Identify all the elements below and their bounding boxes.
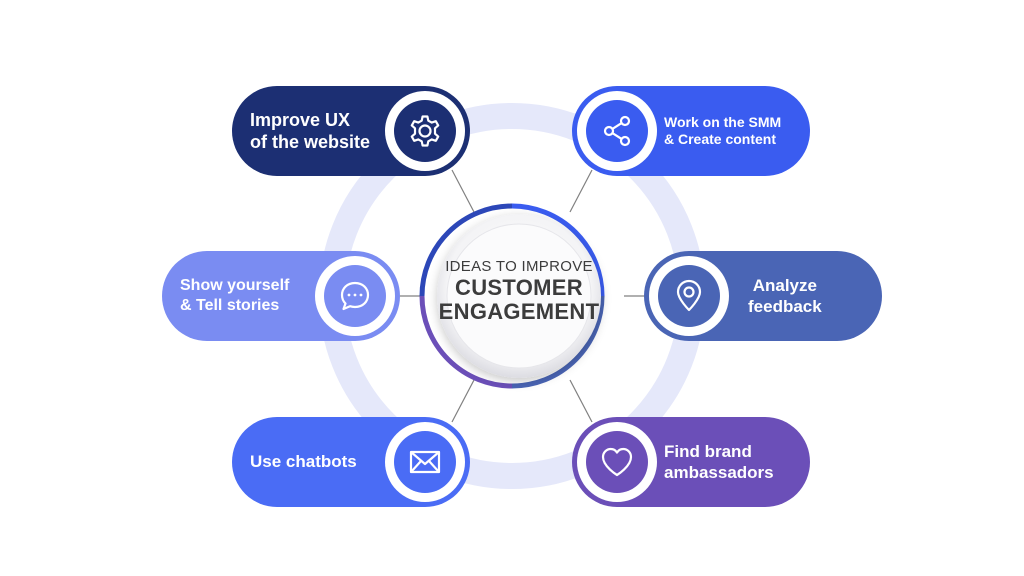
pill-analyze-feedback: Analyze feedback: [644, 251, 882, 341]
pill-label: Show yourself & Tell stories: [180, 277, 290, 314]
connector-line: [451, 379, 475, 423]
connector-line: [451, 169, 475, 213]
inner-arc-bottom-left: [419, 295, 513, 389]
icon-ring: [315, 256, 395, 336]
pill-label: Analyze feedback: [748, 275, 822, 316]
heart-icon: [586, 431, 648, 493]
icon-ring: [649, 256, 729, 336]
inner-arc-top: [419, 203, 513, 297]
center-disc-inner: [446, 223, 592, 369]
connector-line: [569, 379, 593, 423]
pill-use-chatbots: Use chatbots: [232, 417, 470, 507]
pill-label: Improve UX of the website: [250, 109, 371, 153]
envelope-icon: [394, 431, 456, 493]
location-pin-icon: [658, 265, 720, 327]
gear-icon: [394, 100, 456, 162]
connector-lines: [400, 169, 646, 423]
pill-show-yourself: Show yourself & Tell stories: [162, 251, 400, 341]
pill-work-on-smm: Work on the SMM & Create content: [572, 86, 810, 176]
inner-arc-bottom-right: [511, 295, 605, 389]
share-icon: [586, 100, 648, 162]
icon-ring: [577, 91, 657, 171]
icon-ring: [385, 91, 465, 171]
pill-label: Use chatbots: [250, 452, 357, 472]
icon-ring: [385, 422, 465, 502]
pill-label: Work on the SMM & Create content: [664, 113, 782, 148]
pill-label: Find brand ambassadors: [664, 441, 774, 482]
center-title: IDEAS TO IMPROVE CUSTOMER ENGAGEMENT: [434, 258, 604, 324]
center-title-line2: CUSTOMER: [455, 275, 583, 300]
pill-find-brand-ambassadors: Find brand ambassadors: [572, 417, 810, 507]
center-title-line1: IDEAS TO IMPROVE: [445, 258, 593, 275]
pill-improve-ux: Improve UX of the website: [232, 86, 470, 176]
chat-bubble-icon: [324, 265, 386, 327]
connector-line: [569, 169, 593, 213]
center-title-line3: ENGAGEMENT: [438, 299, 600, 324]
icon-ring: [577, 422, 657, 502]
inner-arc-right: [511, 203, 605, 297]
